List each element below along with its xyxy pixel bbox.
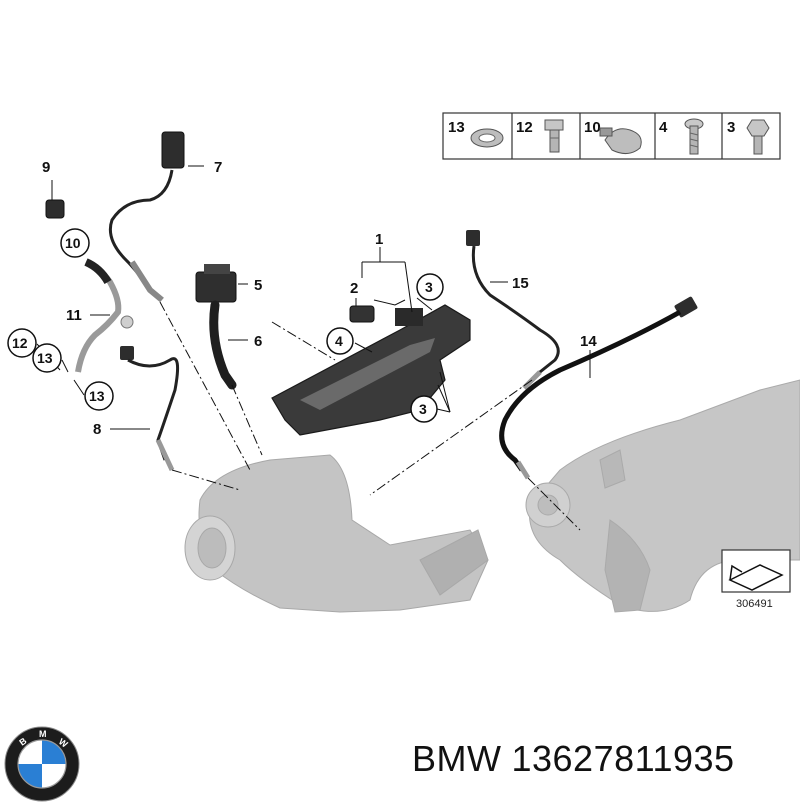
pressure-pipe — [45, 199, 134, 373]
connector-part — [349, 305, 375, 323]
callout-12: 12 — [12, 335, 28, 351]
table-num-12: 12 — [516, 119, 533, 136]
callout-4-circle — [326, 327, 354, 355]
part-number: 13627811935 — [511, 738, 735, 779]
banjo-bolt-icon — [544, 119, 564, 153]
callout-1: 1 — [375, 231, 383, 248]
callout-13b-circle — [84, 381, 114, 411]
table-num-13: 13 — [448, 119, 465, 136]
callout-7: 7 — [214, 159, 222, 176]
temperature-sensor-14 — [499, 296, 698, 480]
washer-icon — [470, 128, 504, 148]
callout-9: 9 — [42, 159, 50, 176]
table-num-3: 3 — [727, 119, 735, 136]
callout-3b: 3 — [419, 401, 427, 417]
hardware-table: 13 12 10 4 3 — [442, 112, 781, 160]
bracket — [271, 304, 471, 436]
callout-3b-circle — [410, 395, 438, 423]
temperature-sensor-15 — [466, 230, 560, 390]
callout-15: 15 — [512, 275, 529, 292]
pressure-sensor — [195, 264, 237, 303]
oxygen-sensor — [108, 131, 185, 303]
callout-13a: 13 — [37, 350, 53, 366]
callouts: 1 2 3 3 4 5 6 7 8 9 10 11 12 13 13 14 15 — [7, 159, 597, 438]
callout-3-circle — [416, 273, 444, 301]
vacuum-hose — [209, 300, 237, 390]
callout-4: 4 — [335, 333, 343, 349]
svg-text:B: B — [17, 735, 28, 747]
reference-number: 306491 — [736, 598, 773, 610]
table-num-4: 4 — [659, 119, 668, 136]
callout-10: 10 — [65, 235, 81, 251]
temperature-sensor-8 — [120, 346, 180, 472]
callout-12-circle — [7, 328, 37, 358]
particulate-filter — [184, 454, 489, 613]
screw-icon — [684, 118, 704, 155]
callout-3: 3 — [425, 279, 433, 295]
callout-14: 14 — [580, 333, 597, 350]
callout-13b: 13 — [89, 388, 105, 404]
hose-clamp-icon — [599, 127, 642, 154]
hex-bolt-icon — [746, 119, 770, 155]
callout-8: 8 — [93, 421, 101, 438]
reference-box: 306491 — [721, 549, 791, 610]
dash-leaders — [159, 301, 581, 531]
bmw-roundel-icon: B M W — [4, 726, 80, 802]
callout-13a-circle — [32, 343, 62, 373]
callout-2: 2 — [350, 280, 358, 297]
leader-lines — [36, 165, 591, 430]
callout-6: 6 — [254, 333, 262, 350]
callout-10-circle — [60, 228, 90, 258]
brand-name: BMW — [412, 738, 502, 779]
callout-5: 5 — [254, 277, 262, 294]
callout-11: 11 — [66, 307, 82, 324]
table-num-10: 10 — [584, 119, 601, 136]
svg-text:M: M — [39, 729, 47, 739]
